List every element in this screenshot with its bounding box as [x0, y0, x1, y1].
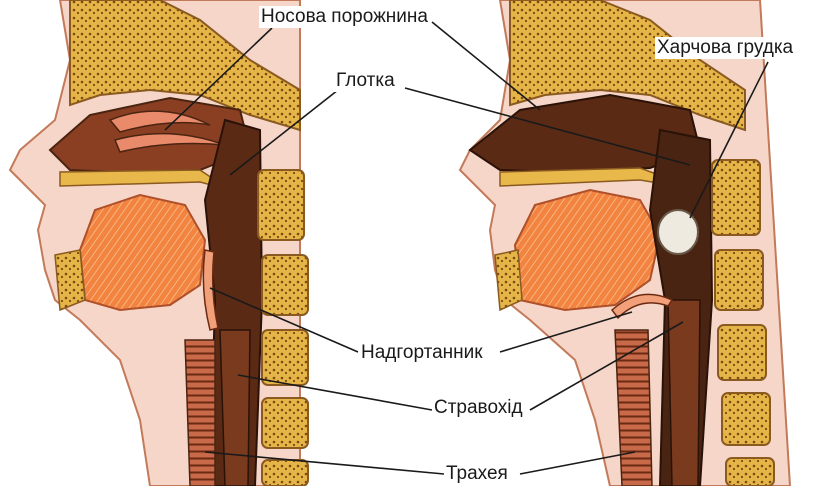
left-head-section: [10, 0, 308, 486]
food-bolus: [658, 210, 698, 254]
right-trachea: [615, 330, 652, 486]
label-nasal-cavity: Носова порожнина: [259, 6, 430, 28]
label-trachea: Трахея: [444, 463, 510, 485]
label-pharynx: Глотка: [334, 70, 397, 92]
left-jaw-bone: [55, 250, 85, 310]
left-esophagus: [220, 330, 250, 486]
label-epiglottis: Надгортанник: [359, 342, 485, 364]
label-food-bolus: Харчова грудка: [655, 37, 795, 59]
left-tongue: [80, 195, 205, 310]
label-esophagus: Стравохід: [432, 397, 525, 419]
left-trachea: [185, 340, 215, 486]
right-jaw-bone: [495, 250, 522, 310]
